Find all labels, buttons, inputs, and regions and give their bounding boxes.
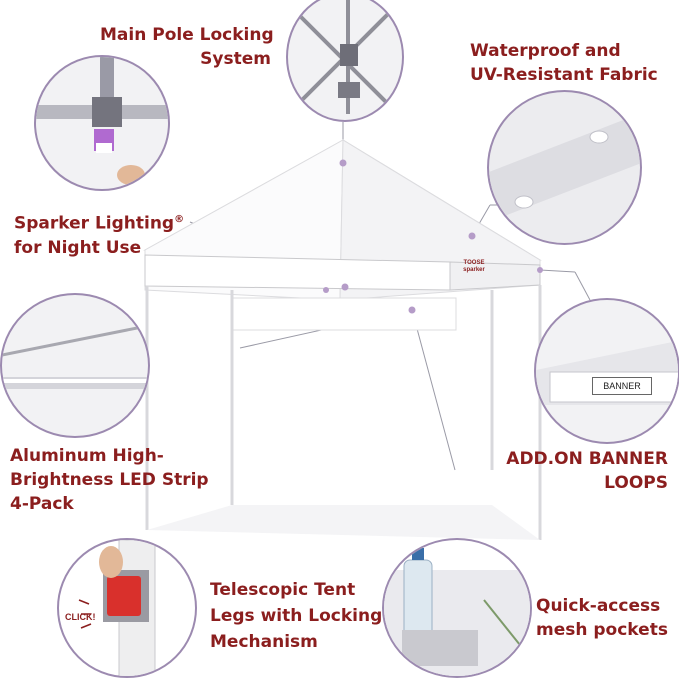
waterproof-line-2: UV-Resistant Fabric	[470, 65, 658, 85]
legs-line-2: Legs with Locking	[210, 606, 383, 626]
banner-loops-inset	[534, 298, 679, 444]
banner-tag: BANNER	[592, 377, 652, 395]
banner-line-1: ADD.ON BANNER	[506, 449, 668, 469]
sparker-label: Sparker Lighting® for Night Use	[14, 208, 184, 260]
legs-line-3: Mechanism	[210, 632, 318, 652]
legs-line-1: Telescopic Tent	[210, 580, 356, 600]
light-icon	[36, 57, 168, 185]
led-strip-label: Aluminum High- Brightness LED Strip 4-Pa…	[10, 444, 209, 516]
pockets-line-1: Quick-access	[536, 596, 661, 616]
led-strip-icon	[2, 324, 148, 389]
fabric-inset	[487, 90, 642, 245]
main-pole-label: Main Pole Locking System	[100, 23, 274, 71]
lock-button-icon	[78, 540, 156, 676]
sparker-line-2: for Night Use	[14, 237, 142, 258]
banner-line-2: LOOPS	[604, 473, 668, 493]
led-strip-inset	[0, 293, 150, 438]
click-callout: CLICK!	[65, 612, 96, 622]
sparker-text: Sparker Lighting	[14, 213, 175, 234]
telescopic-legs-inset	[57, 538, 197, 678]
mesh-pockets-label: Quick-access mesh pockets	[536, 594, 668, 642]
telescopic-legs-label: Telescopic Tent Legs with Locking Mechan…	[210, 577, 382, 655]
main-pole-line-1: Main Pole Locking	[100, 25, 274, 45]
led-line-2: Brightness LED Strip	[10, 470, 209, 490]
mesh-pockets-inset	[382, 538, 532, 678]
sparker-line-1: Sparker Lighting®	[14, 208, 184, 236]
pole-locking-inset	[286, 0, 404, 122]
waterproof-label: Waterproof and UV-Resistant Fabric	[470, 39, 658, 87]
sparker-lighting-inset	[34, 55, 170, 191]
pockets-line-2: mesh pockets	[536, 620, 668, 640]
led-line-1: Aluminum High-	[10, 446, 164, 466]
brand-logo: TOOSE sparker	[463, 260, 485, 273]
mesh-pocket-icon	[384, 548, 530, 676]
banner-loop-icon	[536, 340, 678, 405]
banner-loops-label: ADD.ON BANNER LOOPS	[478, 447, 668, 495]
waterproof-line-1: Waterproof and	[470, 41, 621, 61]
pole-joint-icon	[296, 0, 390, 114]
registered-mark: ®	[174, 214, 185, 225]
fabric-texture-icon	[489, 113, 640, 222]
main-pole-line-2: System	[200, 49, 271, 69]
led-line-3: 4-Pack	[10, 494, 74, 514]
